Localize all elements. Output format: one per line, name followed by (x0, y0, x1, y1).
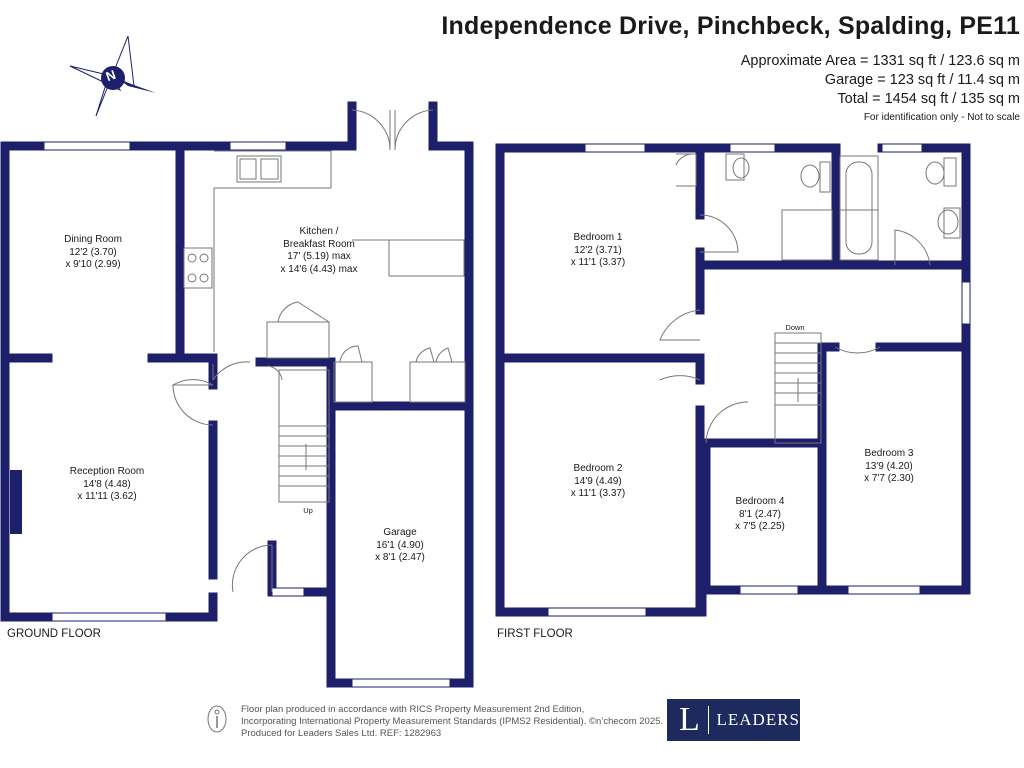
room-dim: 12'2 (3.71) (574, 244, 622, 256)
room-name: Kitchen / (299, 226, 339, 237)
room-dim: 16'1 (4.90) (376, 539, 424, 551)
room-dim: x 11'1 (3.37) (570, 257, 626, 268)
room-name: Reception Room (69, 466, 145, 477)
room-dim: 14'8 (4.48) (83, 478, 131, 490)
footer-line-1: Floor plan produced in accordance with R… (241, 704, 585, 715)
compass-rose-icon (69, 35, 156, 117)
total-area: Total = 1454 sq ft / 135 sq m (837, 91, 1020, 107)
room-bedroom-2: Bedroom 2 14'9 (4.49) x 11'1 (3.37) (571, 463, 626, 501)
room-name: Dining Room (64, 234, 122, 245)
ground-floor-label: GROUND FLOOR (7, 628, 101, 640)
room-dim: x 7'5 (2.25) (735, 521, 785, 532)
footer-line-2: Incorporating International Property Mea… (241, 716, 664, 727)
approx-area: Approximate Area = 1331 sq ft / 123.6 sq… (740, 53, 1020, 69)
room-dim: x 11'1 (3.37) (570, 488, 626, 499)
room-bedroom-3: Bedroom 3 13'9 (4.20) x 7'7 (2.30) (864, 448, 914, 486)
room-dim: 13'9 (4.20) (865, 460, 913, 472)
room-reception: Reception Room 14'8 (4.48) x 11'11 (3.62… (70, 466, 144, 504)
scale-note: For identification only - Not to scale (863, 112, 1020, 123)
room-dim: 14'9 (4.49) (574, 475, 622, 487)
stairs-down-label: Down (785, 323, 805, 332)
leaders-logo: L LEADERS (667, 699, 800, 741)
address-title: Independence Drive, Pinchbeck, Spalding,… (441, 12, 1020, 40)
footer-line-3: Produced for Leaders Sales Ltd. REF: 128… (241, 728, 442, 739)
first-floor-label: FIRST FLOOR (497, 628, 573, 640)
room-name: Bedroom 3 (864, 448, 914, 459)
room-dim: 8'1 (2.47) (739, 508, 781, 520)
room-bedroom-1: Bedroom 1 12'2 (3.71) x 11'1 (3.37) (571, 232, 626, 270)
room-dim: x 8'1 (2.47) (375, 552, 425, 563)
stairs-up-label: Up (303, 506, 313, 515)
room-bedroom-4: Bedroom 4 8'1 (2.47) x 7'5 (2.25) (735, 496, 785, 534)
room-name: Bedroom 2 (573, 463, 623, 474)
room-garage: Garage 16'1 (4.90) x 8'1 (2.47) (375, 527, 425, 565)
fireplace (10, 470, 22, 534)
logo-divider (707, 706, 709, 734)
room-dim: x 14'6 (4.43) max (280, 263, 358, 275)
logo-letter: L (679, 701, 700, 738)
room-name: Bedroom 4 (735, 496, 785, 507)
room-name: Breakfast Room (283, 238, 355, 250)
room-dining: Dining Room 12'2 (3.70) x 9'10 (2.99) (64, 234, 122, 272)
room-dim: 17' (5.19) max (287, 251, 351, 262)
room-name: Garage (383, 527, 417, 538)
room-kitchen: Kitchen / Breakfast Room 17' (5.19) max … (281, 226, 358, 276)
room-dim: x 7'7 (2.30) (864, 473, 914, 484)
first-floor-walls (495, 143, 971, 617)
ground-floor-walls (0, 101, 474, 688)
fixtures (171, 109, 961, 593)
windows (43, 141, 971, 688)
garage-area: Garage = 123 sq ft / 11.4 sq m (824, 72, 1020, 88)
footer-text: Floor plan produced in accordance with R… (241, 704, 663, 740)
logo-word: LEADERS (716, 710, 800, 729)
room-dim: 12'2 (3.70) (69, 246, 117, 258)
room-name: Bedroom 1 (573, 232, 623, 243)
room-dim: x 11'11 (3.62) (77, 491, 137, 502)
room-dim: x 9'10 (2.99) (65, 259, 121, 270)
person-scale-icon (207, 705, 227, 733)
